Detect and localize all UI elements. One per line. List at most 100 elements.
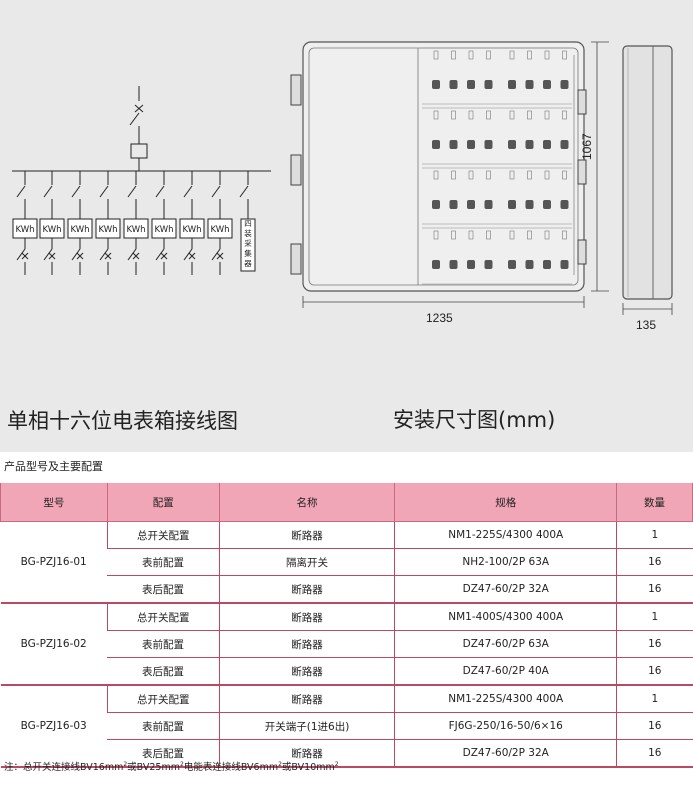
config-cell: 表前配置 xyxy=(107,712,220,740)
meter-block xyxy=(525,80,534,89)
meter-block xyxy=(449,140,458,149)
breaker-slot xyxy=(486,230,491,240)
breaker-slot xyxy=(509,170,515,180)
config-cell: 表后配置 xyxy=(107,575,220,604)
name-cell: 隔离开关 xyxy=(218,548,395,576)
svg-text:四装采集器: 四装采集器 xyxy=(244,219,252,268)
meter-block xyxy=(560,200,569,209)
kwh-meter-label: KWh xyxy=(154,225,173,235)
breaker-slot xyxy=(433,110,439,120)
meter-block xyxy=(449,80,458,89)
spec-cell: DZ47-60/2P 32A xyxy=(394,739,617,768)
meter-block xyxy=(449,200,458,209)
breaker-slot xyxy=(451,110,456,120)
spec-cell: DZ47-60/2P 63A xyxy=(394,630,617,658)
table-row: 表前配置 隔离开关 NH2-100/2P 63A 16 xyxy=(1,548,693,576)
dimension-lines xyxy=(302,41,673,315)
qty-cell: 1 xyxy=(616,603,693,631)
kwh-meter xyxy=(67,218,93,239)
config-cell: 表后配置 xyxy=(107,739,220,768)
meter-block xyxy=(432,80,440,89)
spec-cell: DZ47-60/2P 32A xyxy=(394,575,617,604)
breaker-slot xyxy=(509,50,515,60)
height-dimension: 1067 xyxy=(580,133,594,160)
breaker-slot xyxy=(509,110,515,120)
breaker-slot xyxy=(433,50,439,60)
meter-block xyxy=(525,200,534,209)
breaker-slot xyxy=(544,170,550,180)
meter-block xyxy=(467,140,475,149)
wiring-note: 注：总开关连接线BV16mm2或BV25mm2电能表连接线BV6mm2或BV10… xyxy=(4,760,339,773)
spec-cell: NH2-100/2P 63A xyxy=(394,548,617,576)
breaker-slot xyxy=(451,50,456,60)
config-table: 型号 配置 名称 规格 数量 BG-PZJ16-01 总开关配置 断路器 NM1… xyxy=(0,483,693,768)
kwh-meter-label: KWh xyxy=(182,225,201,235)
breaker-slot xyxy=(486,50,491,60)
meter-block xyxy=(467,260,475,269)
meter-block xyxy=(525,140,534,149)
spec-cell: NM1-225S/4300 400A xyxy=(394,521,617,549)
meter-block xyxy=(508,200,516,209)
qty-cell: 16 xyxy=(616,739,693,768)
kwh-meter-label: KWh xyxy=(70,225,89,235)
name-cell: 断路器 xyxy=(218,739,395,768)
config-cell: 总开关配置 xyxy=(106,521,220,549)
model-cell: BG-PZJ16-03 xyxy=(0,685,108,768)
enclosure-front-view xyxy=(290,41,587,292)
meter-block xyxy=(432,200,440,209)
wiring-diagram xyxy=(12,86,271,275)
name-cell: 断路器 xyxy=(218,521,395,549)
table-header-row: 型号 配置 名称 规格 数量 xyxy=(0,483,693,522)
kwh-meter-label: KWh xyxy=(98,225,117,235)
collector-box: 四装采集器 xyxy=(240,218,256,272)
kwh-meter-label: KWh xyxy=(15,225,34,235)
breaker-slot xyxy=(468,110,474,120)
model-cell: BG-PZJ16-01 xyxy=(0,521,108,604)
meter-block xyxy=(508,260,516,269)
kwh-meter-label: KWh xyxy=(126,225,145,235)
name-cell: 断路器 xyxy=(218,575,395,604)
spec-cell: NM1-400S/4300 400A xyxy=(394,603,617,631)
breaker-slot xyxy=(527,50,532,60)
table-row: 表后配置 断路器 DZ47-60/2P 32A 16 xyxy=(1,575,693,604)
breaker-slot xyxy=(544,230,550,240)
breaker-slot xyxy=(562,230,567,240)
config-cell: 表后配置 xyxy=(107,657,220,686)
width-dimension: 1235 xyxy=(426,311,453,325)
meter-block xyxy=(508,80,516,89)
wiring-diagram-caption: 单相十六位电表箱接线图 xyxy=(7,409,238,433)
meter-block xyxy=(467,80,475,89)
breaker-slot xyxy=(433,170,439,180)
breaker-slot xyxy=(562,170,567,180)
qty-cell: 1 xyxy=(616,685,693,713)
qty-cell: 16 xyxy=(616,712,693,740)
breaker-slot xyxy=(544,50,550,60)
table-row: 表前配置 开关端子(1进6出) FJ6G-250/16-50/6×16 16 xyxy=(1,712,693,740)
meter-block xyxy=(560,80,569,89)
table-title: 产品型号及主要配置 xyxy=(4,460,103,473)
header-qty: 数量 xyxy=(616,483,693,522)
meter-block xyxy=(484,80,493,89)
qty-cell: 16 xyxy=(616,657,693,686)
install-dimension-caption: 安装尺寸图(mm) xyxy=(393,408,556,432)
header-spec: 规格 xyxy=(394,483,618,522)
table-row: 表后配置 断路器 DZ47-60/2P 40A 16 xyxy=(1,657,693,686)
depth-dimension: 135 xyxy=(636,318,657,332)
header-model: 型号 xyxy=(0,483,108,522)
meter-block xyxy=(508,140,516,149)
config-cell: 表前配置 xyxy=(107,548,220,576)
kwh-meter xyxy=(95,218,121,239)
breaker-slot xyxy=(486,170,491,180)
kwh-meter xyxy=(207,218,233,239)
table-row: 表后配置 断路器 DZ47-60/2P 32A 16 xyxy=(1,739,693,768)
meter-block xyxy=(484,260,493,269)
kwh-meter xyxy=(151,218,177,239)
breaker-slot xyxy=(468,50,474,60)
meter-block xyxy=(560,260,569,269)
spec-cell: NM1-225S/4300 400A xyxy=(394,685,617,713)
kwh-meter xyxy=(39,218,65,239)
table-row: BG-PZJ16-03 总开关配置 断路器 NM1-225S/4300 400A… xyxy=(0,685,693,768)
config-cell: 总开关配置 xyxy=(106,685,220,713)
breaker-slot xyxy=(468,230,474,240)
